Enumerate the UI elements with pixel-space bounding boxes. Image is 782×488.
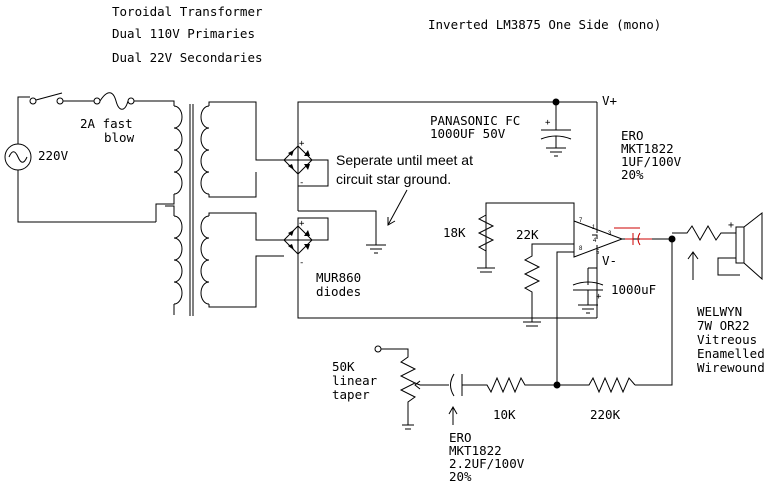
output-cap-label-line-3: 1UF/100V bbox=[621, 154, 682, 169]
ic-pin-4: 4 bbox=[593, 238, 597, 244]
transformer-core-symbol bbox=[190, 104, 193, 316]
output-resistor-symbol bbox=[672, 226, 736, 280]
negative-cap-plus: + bbox=[596, 292, 602, 302]
input-cap-label-line-3: 2.2UF/100V bbox=[449, 456, 525, 471]
resistor-22k-symbol bbox=[523, 244, 574, 326]
ac-source-symbol bbox=[5, 97, 156, 222]
input-cap-label-line-2: MKT1822 bbox=[449, 443, 502, 458]
diodes-label-line-1: MUR860 bbox=[316, 270, 362, 285]
title-line-3: Dual 22V Secondaries bbox=[112, 50, 263, 65]
supply-cap-label-line-2: 1000UF 50V bbox=[430, 126, 506, 141]
output-cap-label-line-1: ERO bbox=[621, 128, 644, 143]
supply-cap-plus: + bbox=[545, 118, 551, 128]
resistor-22k-label: 22K bbox=[516, 227, 539, 242]
note-arrow bbox=[388, 190, 407, 225]
ic-pin-7: 7 bbox=[579, 218, 583, 224]
resistor-220k-label: 220K bbox=[590, 407, 621, 422]
output-resistor-label-line-4: Enamelled bbox=[697, 346, 765, 361]
subtitle: Inverted LM3875 One Side (mono) bbox=[428, 17, 662, 32]
bridge-top-plus: + bbox=[299, 139, 305, 149]
potentiometer-symbol bbox=[375, 346, 420, 429]
resistor-220k-symbol bbox=[557, 378, 635, 392]
speaker-plus: + bbox=[728, 220, 735, 231]
positive-rail-label: V+ bbox=[602, 93, 618, 108]
title-line-1: Toroidal Transformer bbox=[112, 4, 263, 19]
transformer-secondary-symbol bbox=[201, 102, 284, 307]
resistor-18k-label: 18K bbox=[443, 225, 466, 240]
bridge-diode-glyphs bbox=[288, 150, 310, 250]
input-cap-label-line-4: 20% bbox=[449, 469, 472, 484]
bridge-rectifier-top bbox=[284, 102, 597, 211]
negative-cap-label: 1000uF bbox=[611, 282, 657, 297]
star-ground-symbol bbox=[298, 211, 386, 253]
output-zobel-capacitor-symbol bbox=[614, 228, 652, 245]
power-switch-symbol bbox=[30, 93, 94, 104]
fuse-label-line-2: blow bbox=[104, 130, 135, 145]
output-cap-label-line-4: 20% bbox=[621, 167, 644, 182]
pot-label-line-1: 50K bbox=[332, 359, 355, 374]
bridge-rectifier-bottom bbox=[284, 218, 597, 318]
resistor-18k-symbol bbox=[477, 203, 574, 272]
ic-pin-5: 5 bbox=[596, 250, 600, 256]
output-cap-label-line-2: MKT1822 bbox=[621, 141, 674, 156]
star-ground-note-line-2: circuit star ground. bbox=[336, 171, 452, 187]
ic-pin-8: 8 bbox=[579, 246, 583, 252]
ic-pin-3: 3 bbox=[608, 231, 612, 237]
resistor-10k-label: 10K bbox=[493, 407, 516, 422]
ic-pin-1: 1 bbox=[592, 225, 596, 231]
output-resistor-label-line-1: WELWYN bbox=[697, 304, 743, 319]
lm3875-opamp-symbol bbox=[574, 221, 622, 257]
bridge-bottom-plus: + bbox=[299, 219, 305, 229]
negative-rail-label: V- bbox=[602, 253, 618, 268]
transformer-primary-symbol bbox=[156, 106, 182, 315]
input-capacitor-symbol bbox=[420, 374, 462, 425]
pot-label-line-2: linear bbox=[332, 373, 378, 388]
diodes-label-line-2: diodes bbox=[316, 284, 362, 299]
title-line-2: Dual 110V Primaries bbox=[112, 26, 255, 41]
input-cap-label-line-1: ERO bbox=[449, 430, 472, 445]
output-resistor-label-line-2: 7W OR22 bbox=[697, 318, 750, 333]
supply-cap-label-line-1: PANASONIC FC bbox=[430, 113, 521, 128]
bridge-top-minus: - bbox=[299, 178, 305, 188]
fuse-label-line-1: 2A fast bbox=[80, 116, 133, 131]
negative-capacitor-symbol bbox=[573, 245, 603, 318]
bridge-bottom-minus: - bbox=[299, 258, 305, 268]
pot-label-line-3: taper bbox=[332, 387, 370, 402]
resistor-10k-symbol bbox=[462, 378, 557, 392]
supply-capacitor-symbol bbox=[541, 102, 571, 156]
mains-voltage-label: 220V bbox=[38, 148, 69, 163]
speaker-symbol bbox=[718, 213, 762, 279]
output-resistor-label-line-3: Vitreous bbox=[697, 332, 758, 347]
star-ground-note-line-1: Seperate until meet at bbox=[336, 152, 473, 168]
fuse-symbol bbox=[94, 93, 174, 110]
output-resistor-label-line-5: Wirewound bbox=[697, 360, 765, 375]
